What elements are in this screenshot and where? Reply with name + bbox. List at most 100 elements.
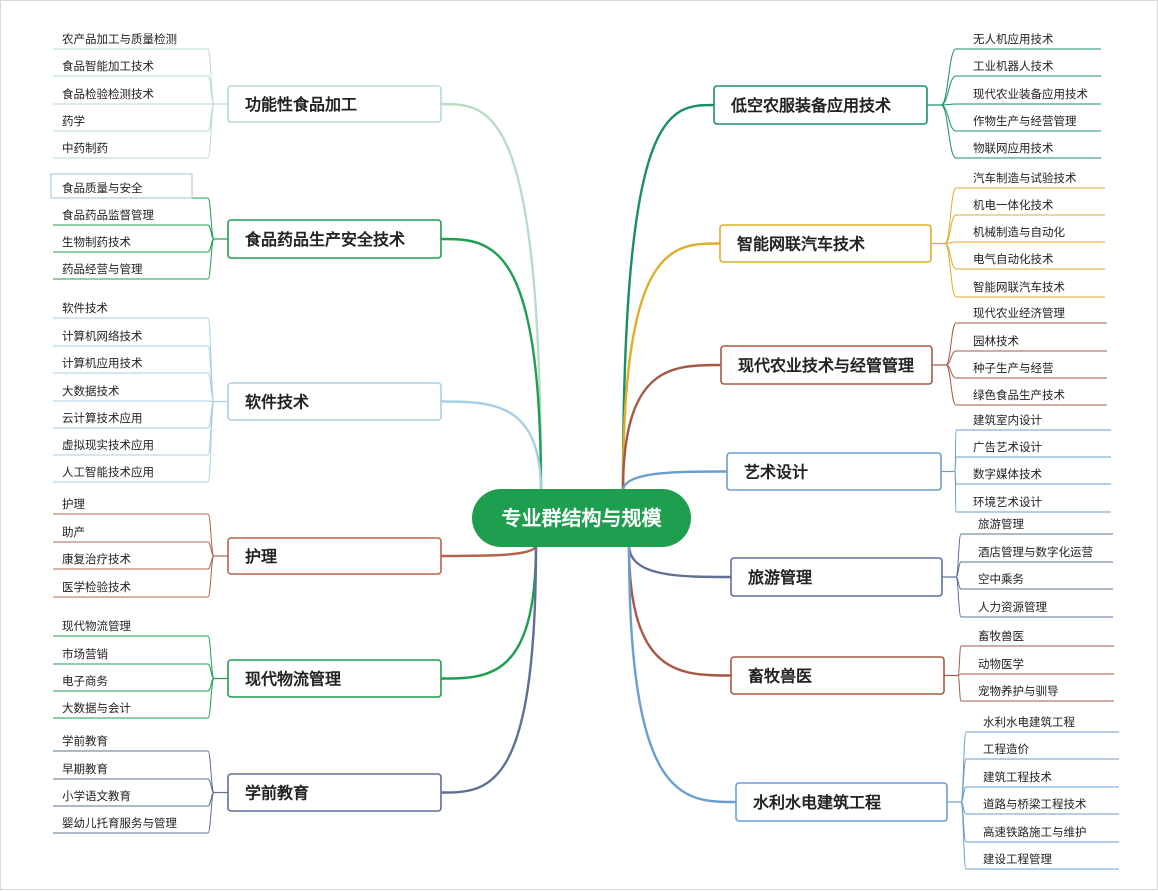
left-branch-4-node[interactable]: 护理 bbox=[227, 537, 442, 575]
subtopic-label: 环境艺术设计 bbox=[973, 495, 1042, 509]
subtopic-item[interactable]: 广告艺术设计 bbox=[973, 440, 1042, 454]
subtopic-item[interactable]: 汽车制造与试验技术 bbox=[973, 171, 1077, 185]
subtopic-item[interactable]: 道路与桥梁工程技术 bbox=[983, 797, 1087, 811]
subtopic-item[interactable]: 食品检验检测技术 bbox=[62, 87, 154, 101]
subtopic-item[interactable]: 电子商务 bbox=[62, 674, 108, 688]
subtopic-label: 建筑工程技术 bbox=[983, 770, 1052, 784]
central-topic-node[interactable]: 专业群结构与规模 bbox=[472, 489, 691, 547]
subtopic-item[interactable]: 药学 bbox=[62, 114, 85, 128]
subtopic-item[interactable]: 种子生产与经营 bbox=[973, 361, 1054, 375]
subtopic-label: 高速铁路施工与维护 bbox=[983, 825, 1087, 839]
subtopic-item[interactable]: 生物制药技术 bbox=[62, 235, 131, 249]
branch-label: 护理 bbox=[245, 547, 277, 566]
subtopic-item[interactable]: 护理 bbox=[62, 497, 85, 511]
subtopic-label: 无人机应用技术 bbox=[973, 32, 1054, 46]
subtopic-item[interactable]: 医学检验技术 bbox=[62, 580, 131, 594]
subtopic-label: 药学 bbox=[62, 114, 85, 128]
subtopic-item[interactable]: 宠物养护与驯导 bbox=[978, 684, 1059, 698]
branch-label: 软件技术 bbox=[245, 393, 309, 412]
subtopic-item[interactable]: 食品质量与安全 bbox=[62, 181, 143, 195]
subtopic-item[interactable]: 现代物流管理 bbox=[62, 619, 131, 633]
subtopic-item[interactable]: 食品智能加工技术 bbox=[62, 59, 154, 73]
subtopic-label: 物联网应用技术 bbox=[973, 141, 1054, 155]
subtopic-item[interactable]: 物联网应用技术 bbox=[973, 141, 1054, 155]
subtopic-item[interactable]: 助产 bbox=[62, 525, 85, 539]
subtopic-item[interactable]: 现代农业装备应用技术 bbox=[973, 87, 1088, 101]
subtopic-item[interactable]: 建筑工程技术 bbox=[983, 770, 1052, 784]
subtopic-item[interactable]: 动物医学 bbox=[978, 657, 1024, 671]
right-branch-4-node[interactable]: 艺术设计 bbox=[726, 452, 942, 491]
left-branch-2-subtopic-2-connector bbox=[207, 224, 215, 240]
subtopic-item[interactable]: 数字媒体技术 bbox=[973, 467, 1042, 481]
subtopic-item[interactable]: 工程造价 bbox=[983, 742, 1029, 756]
right-branch-3-node[interactable]: 现代农业技术与经管管理 bbox=[720, 345, 933, 385]
subtopic-item[interactable]: 软件技术 bbox=[62, 301, 108, 315]
subtopic-item[interactable]: 工业机器人技术 bbox=[973, 59, 1054, 73]
left-branch-5-connector bbox=[440, 544, 538, 680]
subtopic-label: 数字媒体技术 bbox=[973, 467, 1042, 481]
subtopic-label: 小学语文教育 bbox=[62, 789, 131, 803]
subtopic-label: 现代物流管理 bbox=[62, 619, 131, 633]
right-branch-4-connector bbox=[621, 470, 728, 492]
right-branch-7-node[interactable]: 水利水电建筑工程 bbox=[735, 782, 948, 822]
subtopic-label: 园林技术 bbox=[973, 334, 1019, 348]
node-layer: 专业群结构与规模 农产品加工与质量检测食品智能加工技术食品检验检测技术药学中药制… bbox=[50, 32, 1093, 866]
branch-label: 艺术设计 bbox=[744, 463, 808, 482]
subtopic-item[interactable]: 绿色食品生产技术 bbox=[973, 388, 1065, 402]
right-branch-6-subtopic-3-connector bbox=[957, 675, 962, 702]
subtopic-label: 水利水电建筑工程 bbox=[983, 715, 1075, 729]
subtopic-item[interactable]: 建筑室内设计 bbox=[973, 413, 1042, 427]
right-branch-4-subtopic-4-connector bbox=[954, 471, 957, 513]
subtopic-label: 护理 bbox=[62, 497, 85, 511]
subtopic-label: 现代农业装备应用技术 bbox=[973, 87, 1088, 101]
subtopic-item[interactable]: 小学语文教育 bbox=[62, 789, 131, 803]
subtopic-item[interactable]: 畜牧兽医 bbox=[978, 629, 1024, 643]
subtopic-item[interactable]: 大数据技术 bbox=[62, 384, 120, 398]
subtopic-item[interactable]: 水利水电建筑工程 bbox=[983, 715, 1075, 729]
subtopic-item[interactable]: 电气自动化技术 bbox=[973, 252, 1054, 266]
subtopic-item[interactable]: 农产品加工与质量检测 bbox=[62, 32, 177, 46]
subtopic-item[interactable]: 早期教育 bbox=[62, 762, 108, 776]
subtopic-item[interactable]: 机电一体化技术 bbox=[973, 198, 1054, 212]
subtopic-item[interactable]: 虚拟现实技术应用 bbox=[62, 438, 154, 452]
branch-label: 学前教育 bbox=[245, 784, 309, 803]
right-branch-6-node[interactable]: 畜牧兽医 bbox=[730, 656, 945, 695]
subtopic-item[interactable]: 作物生产与经营管理 bbox=[973, 114, 1077, 128]
right-branch-2-connector bbox=[621, 242, 721, 492]
left-branch-5-node[interactable]: 现代物流管理 bbox=[227, 659, 442, 698]
subtopic-item[interactable]: 计算机网络技术 bbox=[62, 329, 143, 343]
subtopic-item[interactable]: 中药制药 bbox=[62, 141, 108, 155]
subtopic-item[interactable]: 云计算技术应用 bbox=[62, 411, 143, 425]
subtopic-item[interactable]: 旅游管理 bbox=[978, 517, 1024, 531]
branch-label: 智能网联汽车技术 bbox=[737, 235, 865, 254]
subtopic-item[interactable]: 智能网联汽车技术 bbox=[973, 280, 1065, 294]
subtopic-item[interactable]: 人工智能技术应用 bbox=[62, 465, 154, 479]
subtopic-item[interactable]: 高速铁路施工与维护 bbox=[983, 825, 1087, 839]
left-branch-3-node[interactable]: 软件技术 bbox=[227, 382, 442, 421]
subtopic-item[interactable]: 无人机应用技术 bbox=[973, 32, 1054, 46]
right-branch-7-subtopic-3-connector bbox=[960, 786, 967, 803]
right-branch-1-node[interactable]: 低空农服装备应用技术 bbox=[713, 85, 928, 125]
right-branch-5-node[interactable]: 旅游管理 bbox=[730, 557, 943, 597]
subtopic-item[interactable]: 空中乘务 bbox=[978, 572, 1024, 586]
subtopic-item[interactable]: 食品药品监督管理 bbox=[62, 208, 154, 222]
subtopic-item[interactable]: 康复治疗技术 bbox=[62, 552, 131, 566]
left-branch-6-node[interactable]: 学前教育 bbox=[227, 773, 442, 812]
subtopic-item[interactable]: 园林技术 bbox=[973, 334, 1019, 348]
left-branch-1-node[interactable]: 功能性食品加工 bbox=[227, 85, 442, 123]
subtopic-item[interactable]: 机械制造与自动化 bbox=[973, 225, 1065, 239]
subtopic-item[interactable]: 婴幼儿托育服务与管理 bbox=[62, 816, 177, 830]
left-branch-2-subtopic-4-connector bbox=[207, 238, 215, 280]
subtopic-item[interactable]: 酒店管理与数字化运营 bbox=[978, 545, 1093, 559]
subtopic-item[interactable]: 环境艺术设计 bbox=[973, 495, 1042, 509]
left-branch-2-node[interactable]: 食品药品生产安全技术 bbox=[227, 219, 442, 259]
subtopic-item[interactable]: 人力资源管理 bbox=[978, 600, 1047, 614]
subtopic-item[interactable]: 市场营销 bbox=[62, 647, 108, 661]
subtopic-item[interactable]: 学前教育 bbox=[62, 734, 108, 748]
subtopic-item[interactable]: 建设工程管理 bbox=[983, 852, 1052, 866]
subtopic-item[interactable]: 计算机应用技术 bbox=[62, 356, 143, 370]
subtopic-item[interactable]: 药品经营与管理 bbox=[62, 262, 143, 276]
right-branch-2-node[interactable]: 智能网联汽车技术 bbox=[719, 224, 932, 263]
subtopic-item[interactable]: 现代农业经济管理 bbox=[973, 306, 1065, 320]
subtopic-item[interactable]: 大数据与会计 bbox=[62, 701, 131, 715]
